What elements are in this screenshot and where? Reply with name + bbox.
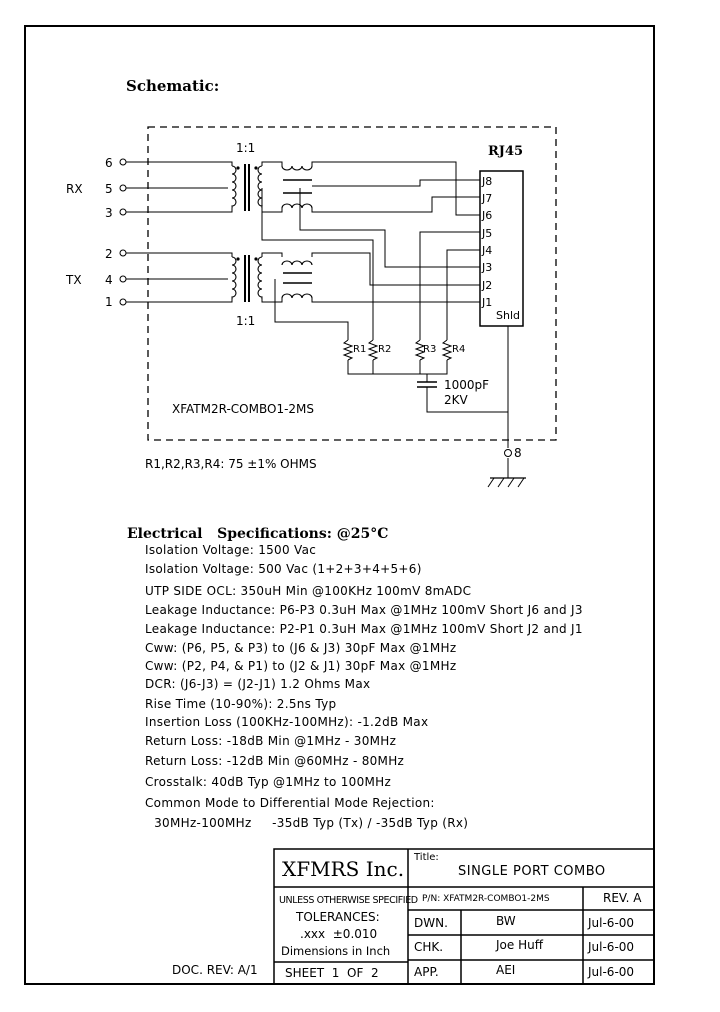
spec-line: UTP SIDE OCL: 350uH Min @100KHz 100mV 8m… [145,584,472,598]
spec-line: Leakage Inductance: P2-P1 0.3uH Max @1MH… [145,622,583,636]
cap-voltage: 2KV [444,393,469,407]
rx-label: RX [66,182,83,196]
app-date: Jul-6-00 [588,965,635,979]
module-outline [147,126,557,441]
jack-pin-j1: J1 [481,296,492,309]
jack-pin-j7: J7 [481,192,492,205]
jack-pin-j4: J4 [481,244,492,257]
pin-1-label: 1 [105,295,113,309]
drawing-title: SINGLE PORT COMBO [458,864,606,879]
resistor-note: R1,R2,R3,R4: 75 ±1% OHMS [145,457,317,471]
tx-label: TX [65,273,82,287]
spec-line: Return Loss: -18dB Min @1MHz - 30MHz [145,734,397,748]
dwn-date: Jul-6-00 [588,916,635,930]
rj45-box [479,170,524,327]
app-name: AEI [496,963,516,977]
jack-pin-j8: J8 [481,175,492,188]
jack-pin-labels: J8 J7 J6 J5 J4 J3 J2 J1 [481,175,492,309]
ground-pin-label: 8 [514,446,522,460]
rj45-label: RJ45 [488,144,523,159]
pin-3-label: 3 [105,206,113,220]
spec-line: Common Mode to Differential Mode Rejecti… [145,796,435,810]
ratio-bottom: 1:1 [236,314,255,328]
pin-terminals [119,158,127,306]
ratio-top: 1:1 [236,141,255,155]
unless-note: UNLESS OTHERWISE SPECIFIED [279,895,418,906]
chk-date: Jul-6-00 [588,940,635,954]
title-label: Title: [414,852,439,863]
polarity-dots [236,166,258,261]
spec-line: Cww: (P2, P4, & P1) to (J2 & J1) 30pF Ma… [145,659,457,673]
resistor-r2-label: R2 [378,344,391,355]
cap-value: 1000pF [444,378,489,392]
shield-label: Shld [496,309,520,322]
app-label: APP. [414,965,439,979]
schematic-title: Schematic: [126,77,219,95]
part-label: XFATM2R-COMBO1-2MS [172,402,314,416]
spec-line: Return Loss: -12dB Min @60MHz - 80MHz [145,754,405,768]
sheet-number: SHEET 1 OF 2 [285,966,379,980]
page-border [24,25,655,985]
dwn-label: DWN. [414,916,448,930]
spec-line: Cww: (P6, P5, & P3) to (J6 & J3) 30pF Ma… [145,641,457,655]
resistor-r3-label: R3 [423,344,436,355]
dwn-name: BW [496,914,516,928]
title-block-frame [273,848,655,985]
spec-line: Isolation Voltage: 1500 Vac [145,543,317,557]
transformer-coils [231,164,313,302]
revision: REV. A [603,891,642,905]
jack-pin-j5: J5 [481,227,492,240]
part-number: P/N: XFATM2R-COMBO1-2MS [422,894,550,904]
chk-label: CHK. [414,940,444,954]
jack-pin-j2: J2 [481,279,492,292]
spec-line: Crosstalk: 40dB Typ @1MHz to 100MHz [145,775,392,789]
resistor-r1-label: R1 [353,344,366,355]
pin-6-label: 6 [105,156,113,170]
chk-name: Joe Huff [496,938,543,952]
pin-4-label: 4 [105,273,113,287]
pin-5-label: 5 [105,182,113,196]
spec-line: Isolation Voltage: 500 Vac (1+2+3+4+5+6) [145,562,422,576]
schematic-wires [126,161,526,488]
resistor-r4-label: R4 [452,344,465,355]
spec-line: Insertion Loss (100KHz-100MHz): -1.2dB M… [145,715,429,729]
company-name: XFMRS Inc. [282,857,405,881]
jack-pin-j3: J3 [481,261,492,274]
spec-line: Leakage Inductance: P6-P3 0.3uH Max @1MH… [145,603,583,617]
doc-revision: DOC. REV: A/1 [172,963,258,977]
jack-pin-j6: J6 [481,209,492,222]
spec-line: Rise Time (10-90%): 2.5ns Typ [145,697,337,711]
tolerance-value: .xxx ±0.010 [300,927,378,941]
dimensions-note: Dimensions in Inch [281,944,391,958]
tolerances-label: TOLERANCES: [296,910,380,924]
pin-2-label: 2 [105,247,113,261]
spec-line: 30MHz-100MHz -35dB Typ (Tx) / -35dB Typ … [150,816,469,830]
specs-heading: Electrical Specifications: @25°C [127,526,388,542]
ground-pin-terminal [504,449,512,457]
spec-line: DCR: (J6-J3) = (J2-J1) 1.2 Ohms Max [145,677,371,691]
